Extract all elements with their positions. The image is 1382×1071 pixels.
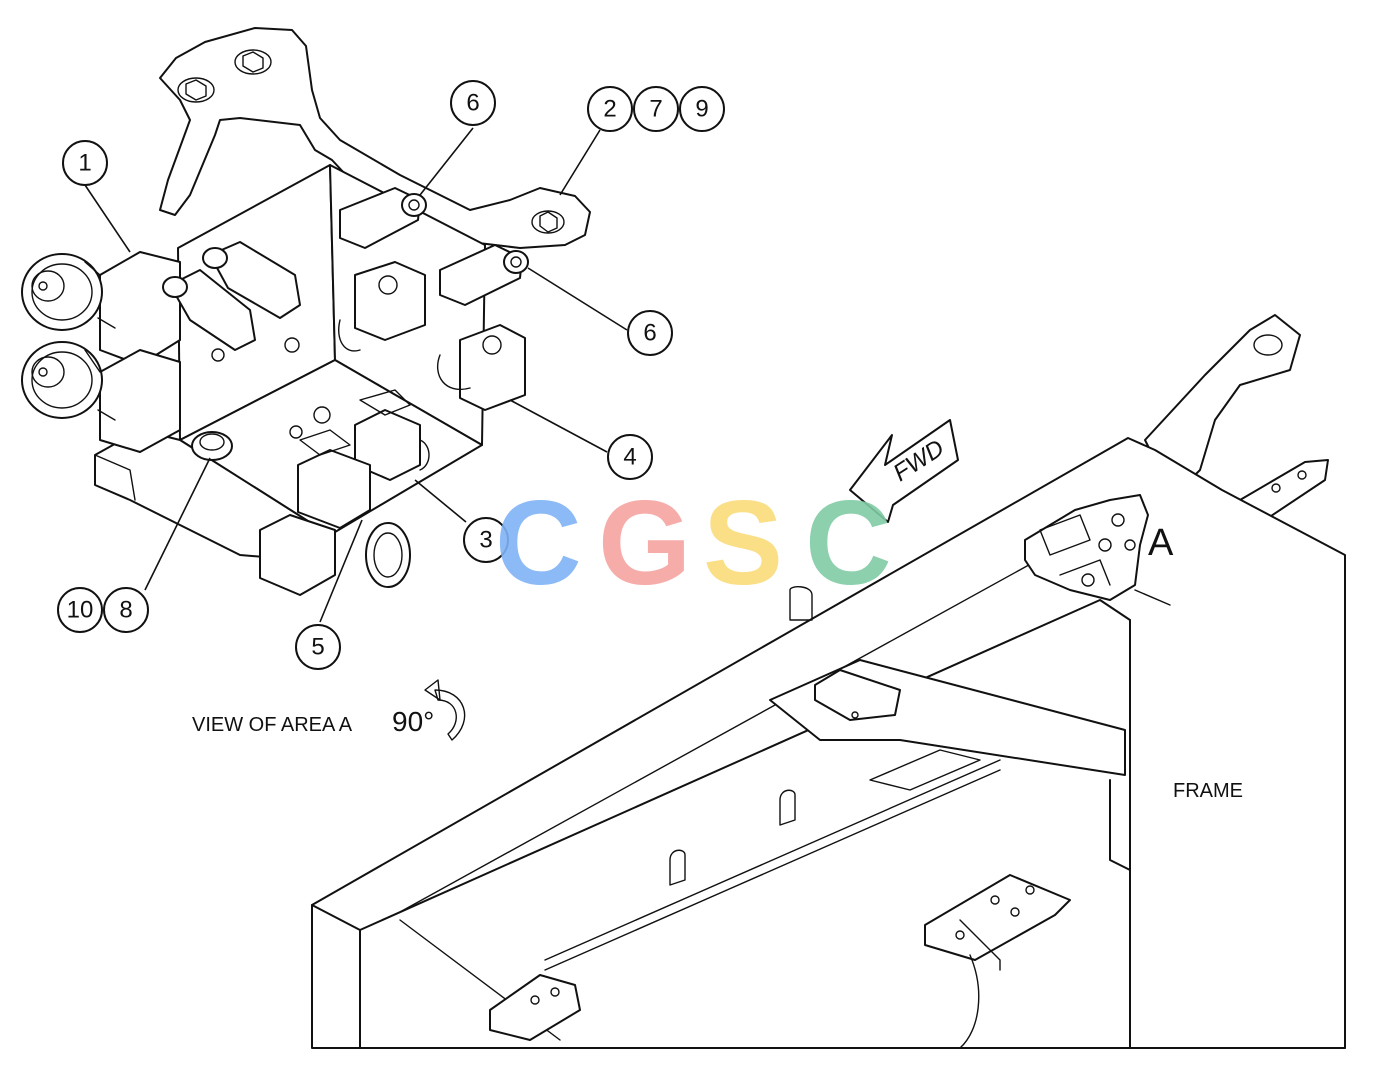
callout-5: 5 — [295, 624, 341, 670]
svg-text:8: 8 — [119, 597, 132, 624]
callout-3: 3 — [463, 517, 509, 563]
watermark-letter-s: S — [703, 476, 783, 610]
callout-10-8: 10 8 — [57, 587, 149, 633]
svg-text:7: 7 — [649, 96, 662, 123]
frame-label: FRAME — [1173, 780, 1243, 802]
callout-leaders — [84, 127, 628, 623]
callout-6-top: 6 — [450, 80, 496, 126]
callout-6-right: 6 — [627, 310, 673, 356]
valve-area-a-drawing — [1024, 494, 1171, 606]
svg-text:6: 6 — [466, 90, 479, 117]
area-a-label: A — [1148, 522, 1174, 564]
svg-text:1: 1 — [78, 150, 91, 177]
svg-text:10: 10 — [67, 597, 94, 624]
callout-2-7-9: 2 7 9 — [587, 86, 725, 132]
svg-text:4: 4 — [623, 444, 636, 471]
rotation-label: 90° — [392, 706, 434, 737]
rotate-arrow-icon — [424, 679, 466, 741]
watermark-letter-g: G — [598, 476, 691, 610]
callout-1: 1 — [62, 140, 108, 186]
watermark-letter-c2: C — [805, 476, 892, 610]
callout-4: 4 — [607, 434, 653, 480]
view-label: VIEW OF AREA A — [192, 714, 353, 736]
svg-text:5: 5 — [311, 634, 324, 661]
svg-text:2: 2 — [603, 96, 616, 123]
svg-text:6: 6 — [643, 320, 656, 347]
watermark-letter-c: C — [495, 476, 582, 610]
svg-text:9: 9 — [695, 96, 708, 123]
valve-assembly-drawing — [21, 27, 591, 596]
watermark-logo: C G S C — [495, 476, 892, 610]
svg-text:3: 3 — [479, 527, 492, 554]
